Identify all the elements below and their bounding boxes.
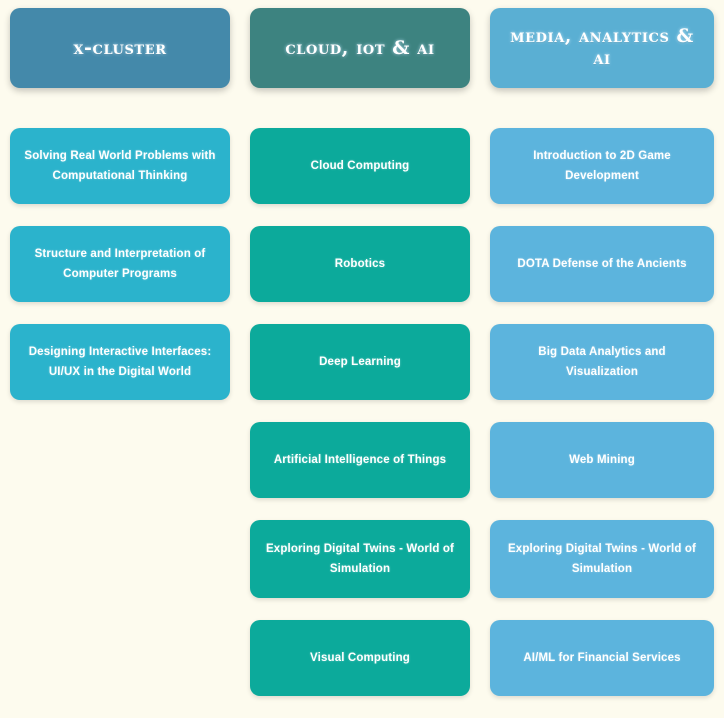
card-list-media-analytics-ai: Introduction to 2D Game Development DOTA… [490, 128, 714, 718]
course-card-label: Exploring Digital Twins - World of Simul… [507, 542, 697, 575]
course-card-label: Deep Learning [319, 355, 401, 368]
course-card[interactable]: Designing Interactive Interfaces: UI/UX … [10, 324, 230, 400]
card-list-cloud-iot-ai: Cloud Computing Robotics Deep Learning A… [250, 128, 470, 718]
course-card[interactable]: Big Data Analytics and Visualization [490, 324, 714, 400]
course-card-label: Visual Computing [310, 651, 410, 664]
course-card[interactable]: Cloud Computing [250, 128, 470, 204]
course-card-label: AI/ML for Financial Services [523, 651, 681, 664]
column-x-cluster: X-Cluster Solving Real World Problems wi… [0, 0, 240, 422]
card-list-x-cluster: Solving Real World Problems with Computa… [10, 128, 230, 422]
course-card[interactable]: Web Mining [490, 422, 714, 498]
column-header-label: Media, Analytics & AI [510, 26, 694, 69]
column-media-analytics-ai: Media, Analytics & AI Introduction to 2D… [480, 0, 724, 718]
column-header-x-cluster[interactable]: X-Cluster [10, 8, 230, 88]
course-card-label: Cloud Computing [310, 159, 410, 172]
column-header-media-analytics-ai[interactable]: Media, Analytics & AI [490, 8, 714, 88]
column-header-label: Cloud, IoT & AI [285, 36, 435, 59]
course-card[interactable]: Exploring Digital Twins - World of Simul… [490, 520, 714, 598]
course-card-label: Web Mining [569, 453, 635, 466]
course-card[interactable]: Introduction to 2D Game Development [490, 128, 714, 204]
course-card-label: Introduction to 2D Game Development [533, 149, 671, 182]
course-card[interactable]: Artificial Intelligence of Things [250, 422, 470, 498]
course-card[interactable]: Exploring Digital Twins - World of Simul… [250, 520, 470, 598]
column-header-label: X-Cluster [73, 36, 167, 59]
course-card-label: Solving Real World Problems with Computa… [24, 149, 216, 182]
course-card[interactable]: Solving Real World Problems with Computa… [10, 128, 230, 204]
course-card[interactable]: Visual Computing [250, 620, 470, 696]
course-card-label: Designing Interactive Interfaces: UI/UX … [28, 345, 212, 378]
column-header-cloud-iot-ai[interactable]: Cloud, IoT & AI [250, 8, 470, 88]
course-card-label: Big Data Analytics and Visualization [538, 345, 666, 378]
column-cloud-iot-ai: Cloud, IoT & AI Cloud Computing Robotics… [240, 0, 480, 718]
course-card-label: Structure and Interpretation of Computer… [34, 247, 206, 280]
course-card-label: DOTA Defense of the Ancients [517, 257, 687, 270]
course-card-label: Robotics [334, 257, 386, 270]
course-card[interactable]: Structure and Interpretation of Computer… [10, 226, 230, 302]
course-card-label: Exploring Digital Twins - World of Simul… [265, 542, 455, 575]
course-card-label: Artificial Intelligence of Things [273, 453, 447, 466]
course-card[interactable]: Deep Learning [250, 324, 470, 400]
cluster-board: X-Cluster Solving Real World Problems wi… [0, 0, 714, 696]
course-card[interactable]: AI/ML for Financial Services [490, 620, 714, 696]
course-card[interactable]: DOTA Defense of the Ancients [490, 226, 714, 302]
course-card[interactable]: Robotics [250, 226, 470, 302]
